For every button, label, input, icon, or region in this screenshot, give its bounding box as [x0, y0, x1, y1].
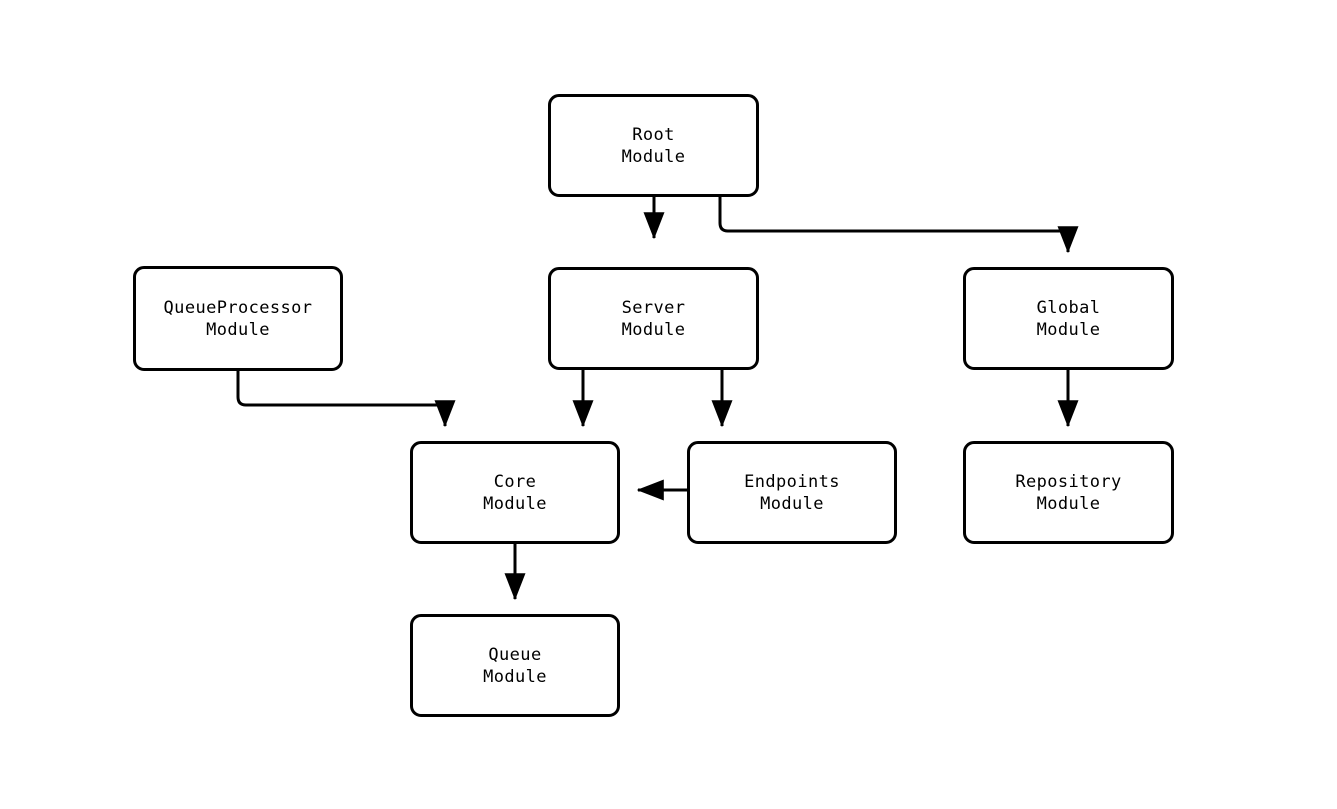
- node-core[interactable]: Core Module: [410, 441, 620, 544]
- node-queueprocessor[interactable]: QueueProcessor Module: [133, 266, 343, 371]
- node-label-root: Root Module: [621, 124, 686, 167]
- node-server[interactable]: Server Module: [548, 267, 759, 370]
- node-queue[interactable]: Queue Module: [410, 614, 620, 717]
- node-label-global: Global Module: [1036, 297, 1101, 340]
- node-label-repository: Repository Module: [1015, 471, 1122, 514]
- node-root[interactable]: Root Module: [548, 94, 759, 197]
- node-label-core: Core Module: [483, 471, 547, 514]
- node-repository[interactable]: Repository Module: [963, 441, 1174, 544]
- node-endpoints[interactable]: Endpoints Module: [687, 441, 897, 544]
- edges-group: [236, 197, 1079, 601]
- edge-queueprocessor-to-core: [236, 371, 456, 428]
- node-global[interactable]: Global Module: [963, 267, 1174, 370]
- node-label-server: Server Module: [621, 297, 686, 340]
- node-label-endpoints: Endpoints Module: [744, 471, 840, 514]
- edge-root-to-global: [718, 197, 1079, 254]
- node-label-queue: Queue Module: [483, 644, 547, 687]
- node-label-queueprocessor: QueueProcessor Module: [163, 297, 313, 340]
